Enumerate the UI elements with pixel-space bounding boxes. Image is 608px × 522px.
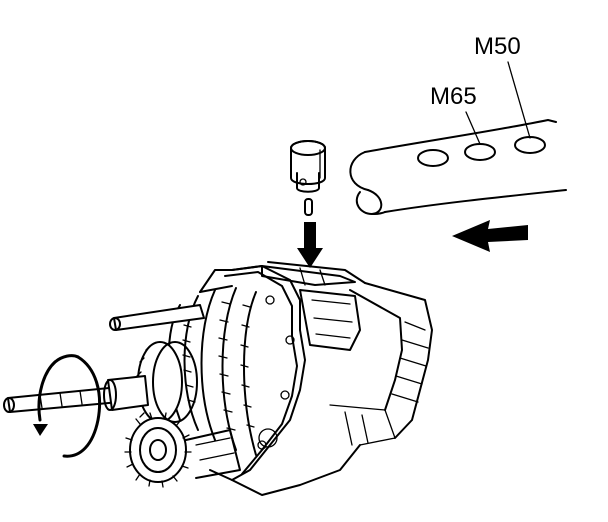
- rotate-arrow-icon: [33, 354, 102, 458]
- label-m65-group: M65: [430, 83, 481, 145]
- transmission-assembly: [3, 261, 433, 496]
- label-m50: M50: [474, 33, 521, 60]
- label-m65: M65: [430, 83, 477, 110]
- arrow-left-icon: [452, 220, 528, 252]
- label-m50-group: M50: [474, 33, 531, 139]
- pin-icon: [304, 198, 313, 216]
- pin-plate: [349, 119, 567, 215]
- arrow-down-icon: [297, 222, 323, 268]
- socket-tool-icon: [290, 140, 326, 193]
